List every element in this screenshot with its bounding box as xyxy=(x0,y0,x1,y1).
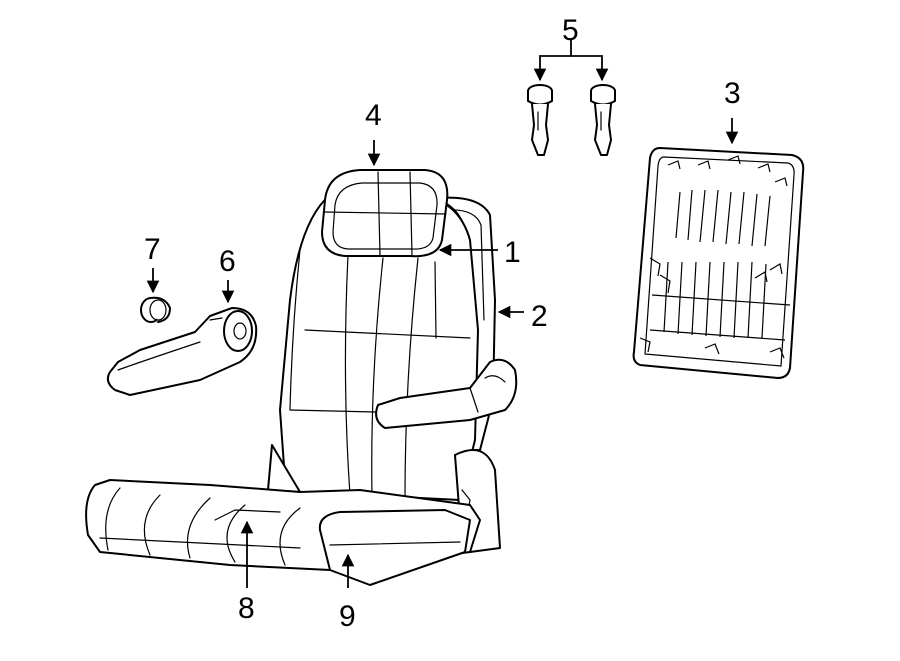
callout-1: 1 xyxy=(504,236,521,269)
callout-4: 4 xyxy=(365,99,382,132)
callout-8: 8 xyxy=(238,592,255,625)
leader-lines xyxy=(146,40,739,588)
seat-back-panel xyxy=(632,147,805,379)
callout-6: 6 xyxy=(219,245,236,278)
left-armrest xyxy=(106,307,258,396)
seat-cushion-pad xyxy=(318,509,471,586)
callout-5: 5 xyxy=(562,14,579,47)
callout-9: 9 xyxy=(339,600,356,633)
callout-2: 2 xyxy=(531,300,548,333)
headrest-guide-right xyxy=(590,84,616,156)
armrest-cap xyxy=(140,296,171,323)
callout-3: 3 xyxy=(724,77,741,110)
seat-side-shield xyxy=(267,444,501,553)
right-armrest xyxy=(375,358,518,429)
callout-7: 7 xyxy=(144,233,161,266)
headrest-guide-left xyxy=(527,84,553,156)
headrest xyxy=(321,169,449,258)
